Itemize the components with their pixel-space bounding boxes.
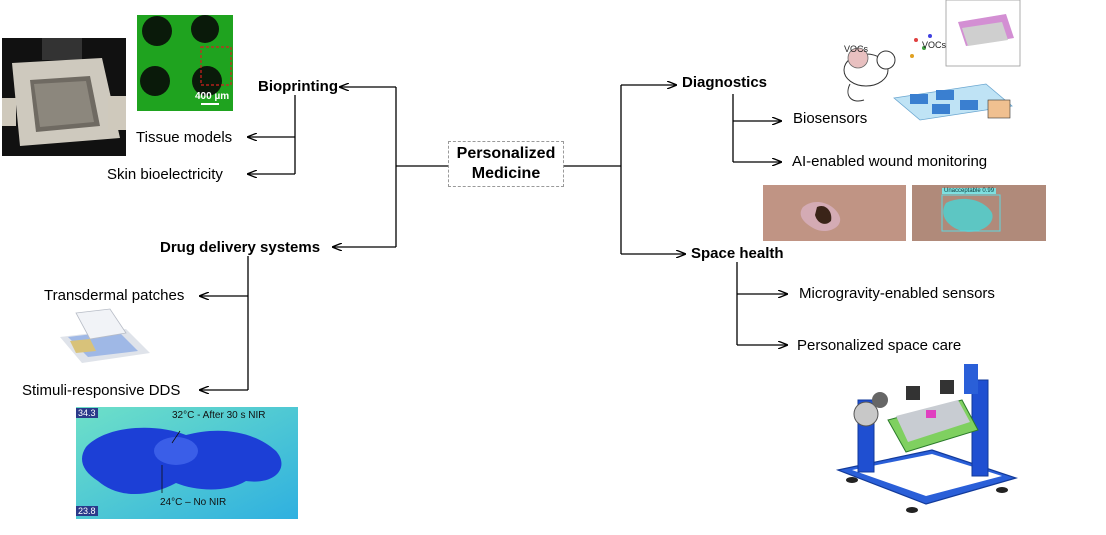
wound-classification-tag: Unacceptable 0.99 (942, 188, 997, 194)
thermo-min-label: 23.8 (76, 506, 98, 516)
fluorescence-micrograph: 400 µm (137, 15, 233, 111)
bioprinting-title: Bioprinting (258, 78, 338, 95)
scaffold-photo (2, 38, 126, 156)
stimuli-responsive-label: Stimuli-responsive DDS (22, 382, 181, 399)
biosensors-label: Biosensors (793, 110, 868, 127)
space-care-label: Personalized space care (797, 337, 962, 354)
scale-bar-label: 400 µm (195, 91, 230, 102)
central-node-line1: Personalized (456, 145, 556, 162)
wound-monitoring-label: AI-enabled wound monitoring (792, 153, 988, 170)
biosensor-schematic: VOCs VOCs (836, 0, 1022, 124)
wound-segmented-illustration (912, 185, 1046, 241)
diagnostics-title: Diagnostics (682, 74, 768, 91)
schematic-vocs-right: VOCs (922, 40, 947, 50)
thermo-max-label: 34.3 (76, 408, 98, 418)
micrograph-pattern (137, 15, 233, 111)
tissue-models-label: Tissue models (136, 129, 233, 146)
schematic-vocs-left: VOCs (844, 44, 869, 54)
biosensor-illustration (843, 0, 1021, 121)
microgravity-rig-image (832, 360, 1022, 522)
thermo-hot-label: 32°C - After 30 s NIR (172, 410, 266, 421)
thermal-map (76, 407, 298, 519)
thermal-image: 34.3 23.8 32°C - After 30 s NIR 24°C – N… (76, 407, 298, 519)
central-node-line2: Medicine (471, 165, 541, 182)
wound-image-original (763, 185, 906, 241)
microgravity-sensors-label: Microgravity-enabled sensors (799, 285, 995, 302)
wound-image-segmented: Unacceptable 0.99 (912, 185, 1046, 241)
drug-delivery-title: Drug delivery systems (160, 239, 321, 256)
thermo-cold-label: 24°C – No NIR (160, 497, 227, 508)
patch-illustration (60, 308, 150, 363)
skin-bioelectricity-label: Skin bioelectricity (107, 166, 223, 183)
scaffold-illustration (2, 38, 126, 146)
transdermal-patch-image (56, 307, 152, 365)
rig-illustration (835, 364, 1019, 513)
wound-original-illustration (763, 185, 906, 241)
transdermal-patches-label: Transdermal patches (44, 287, 185, 304)
space-health-title: Space health (691, 245, 784, 262)
central-node: Personalized Medicine (448, 141, 564, 187)
